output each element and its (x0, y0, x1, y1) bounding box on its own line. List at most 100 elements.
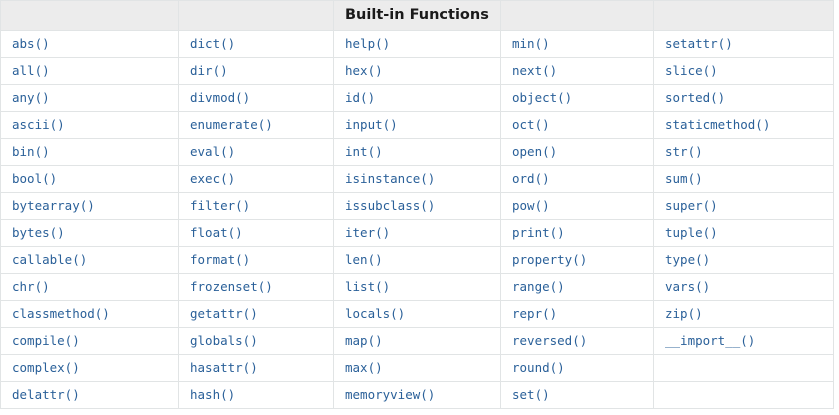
function-link[interactable]: format() (190, 252, 251, 267)
function-link[interactable]: repr() (512, 306, 558, 321)
function-link[interactable]: input() (345, 117, 398, 132)
table-cell: type() (653, 246, 834, 274)
function-link[interactable]: int() (345, 144, 383, 159)
function-link[interactable]: print() (512, 225, 565, 240)
function-link[interactable]: dir() (190, 63, 228, 78)
function-link[interactable]: hasattr() (190, 360, 258, 375)
table-cell: iter() (333, 219, 501, 247)
function-link[interactable]: hex() (345, 63, 383, 78)
table-cell: min() (500, 30, 654, 58)
function-link[interactable]: any() (12, 90, 50, 105)
table-cell: exec() (178, 165, 334, 193)
function-link[interactable]: bin() (12, 144, 50, 159)
function-link[interactable]: help() (345, 36, 391, 51)
function-link[interactable]: all() (12, 63, 50, 78)
function-link[interactable]: sum() (665, 171, 703, 186)
function-link[interactable]: enumerate() (190, 117, 273, 132)
function-link[interactable]: bytearray() (12, 198, 95, 213)
table-body: abs() dict() help() min() setattr() all() dir(… (0, 30, 834, 409)
function-link[interactable]: float() (190, 225, 243, 240)
function-link[interactable]: type() (665, 252, 711, 267)
function-link[interactable]: min() (512, 36, 550, 51)
table-cell: max() (333, 354, 501, 382)
function-link[interactable]: callable() (12, 252, 88, 267)
table-cell: input() (333, 111, 501, 139)
function-link[interactable]: bytes() (12, 225, 65, 240)
function-link[interactable]: len() (345, 252, 383, 267)
function-link[interactable]: eval() (190, 144, 236, 159)
function-link[interactable]: __import__() (665, 333, 756, 348)
function-link[interactable]: map() (345, 333, 383, 348)
function-link[interactable]: str() (665, 144, 703, 159)
function-link[interactable]: property() (512, 252, 588, 267)
table-row: abs() dict() help() min() setattr() (0, 30, 834, 58)
function-link[interactable]: memoryview() (345, 387, 436, 402)
table-cell: open() (500, 138, 654, 166)
table-header-row: Built-in Functions (0, 0, 834, 31)
table-cell: hash() (178, 381, 334, 409)
function-link[interactable]: tuple() (665, 225, 718, 240)
function-link[interactable]: locals() (345, 306, 406, 321)
header-cell-1 (0, 0, 179, 31)
table-cell: all() (0, 57, 179, 85)
function-link[interactable]: filter() (190, 198, 251, 213)
function-link[interactable]: iter() (345, 225, 391, 240)
function-link[interactable]: globals() (190, 333, 258, 348)
table-row: delattr() hash() memoryview() set() (0, 381, 834, 409)
function-link[interactable]: pow() (512, 198, 550, 213)
function-link[interactable]: delattr() (12, 387, 80, 402)
function-link[interactable]: abs() (12, 36, 50, 51)
function-link[interactable]: oct() (512, 117, 550, 132)
function-link[interactable]: slice() (665, 63, 718, 78)
table-cell: list() (333, 273, 501, 301)
table-row: bin() eval() int() open() str() (0, 138, 834, 166)
function-link[interactable]: id() (345, 90, 376, 105)
table-cell: chr() (0, 273, 179, 301)
function-link[interactable]: hash() (190, 387, 236, 402)
function-link[interactable]: list() (345, 279, 391, 294)
function-link[interactable]: vars() (665, 279, 711, 294)
function-link[interactable]: dict() (190, 36, 236, 51)
function-link[interactable]: frozenset() (190, 279, 273, 294)
function-link[interactable]: super() (665, 198, 718, 213)
table-cell: eval() (178, 138, 334, 166)
table-cell: compile() (0, 327, 179, 355)
function-link[interactable]: issubclass() (345, 198, 436, 213)
table-cell: globals() (178, 327, 334, 355)
function-link[interactable]: divmod() (190, 90, 251, 105)
function-link[interactable]: max() (345, 360, 383, 375)
function-link[interactable]: next() (512, 63, 558, 78)
function-link[interactable]: set() (512, 387, 550, 402)
function-link[interactable]: range() (512, 279, 565, 294)
function-link[interactable]: ord() (512, 171, 550, 186)
function-link[interactable]: bool() (12, 171, 58, 186)
table-cell: setattr() (653, 30, 834, 58)
function-link[interactable]: round() (512, 360, 565, 375)
table-cell: reversed() (500, 327, 654, 355)
function-link[interactable]: isinstance() (345, 171, 436, 186)
function-link[interactable]: setattr() (665, 36, 733, 51)
table-cell: ascii() (0, 111, 179, 139)
table-cell: repr() (500, 300, 654, 328)
function-link[interactable]: sorted() (665, 90, 726, 105)
table-cell: round() (500, 354, 654, 382)
table-cell: property() (500, 246, 654, 274)
table-row: bytearray() filter() issubclass() pow() supe… (0, 192, 834, 220)
function-link[interactable]: staticmethod() (665, 117, 771, 132)
function-link[interactable]: classmethod() (12, 306, 110, 321)
function-link[interactable]: complex() (12, 360, 80, 375)
function-link[interactable]: getattr() (190, 306, 258, 321)
function-link[interactable]: exec() (190, 171, 236, 186)
function-link[interactable]: reversed() (512, 333, 588, 348)
function-link[interactable]: ascii() (12, 117, 65, 132)
table-cell: filter() (178, 192, 334, 220)
table-cell: set() (500, 381, 654, 409)
function-link[interactable]: open() (512, 144, 558, 159)
table-cell: print() (500, 219, 654, 247)
table-cell: oct() (500, 111, 654, 139)
table-row: classmethod() getattr() locals() repr() zip(… (0, 300, 834, 328)
function-link[interactable]: zip() (665, 306, 703, 321)
function-link[interactable]: compile() (12, 333, 80, 348)
function-link[interactable]: chr() (12, 279, 50, 294)
function-link[interactable]: object() (512, 90, 573, 105)
